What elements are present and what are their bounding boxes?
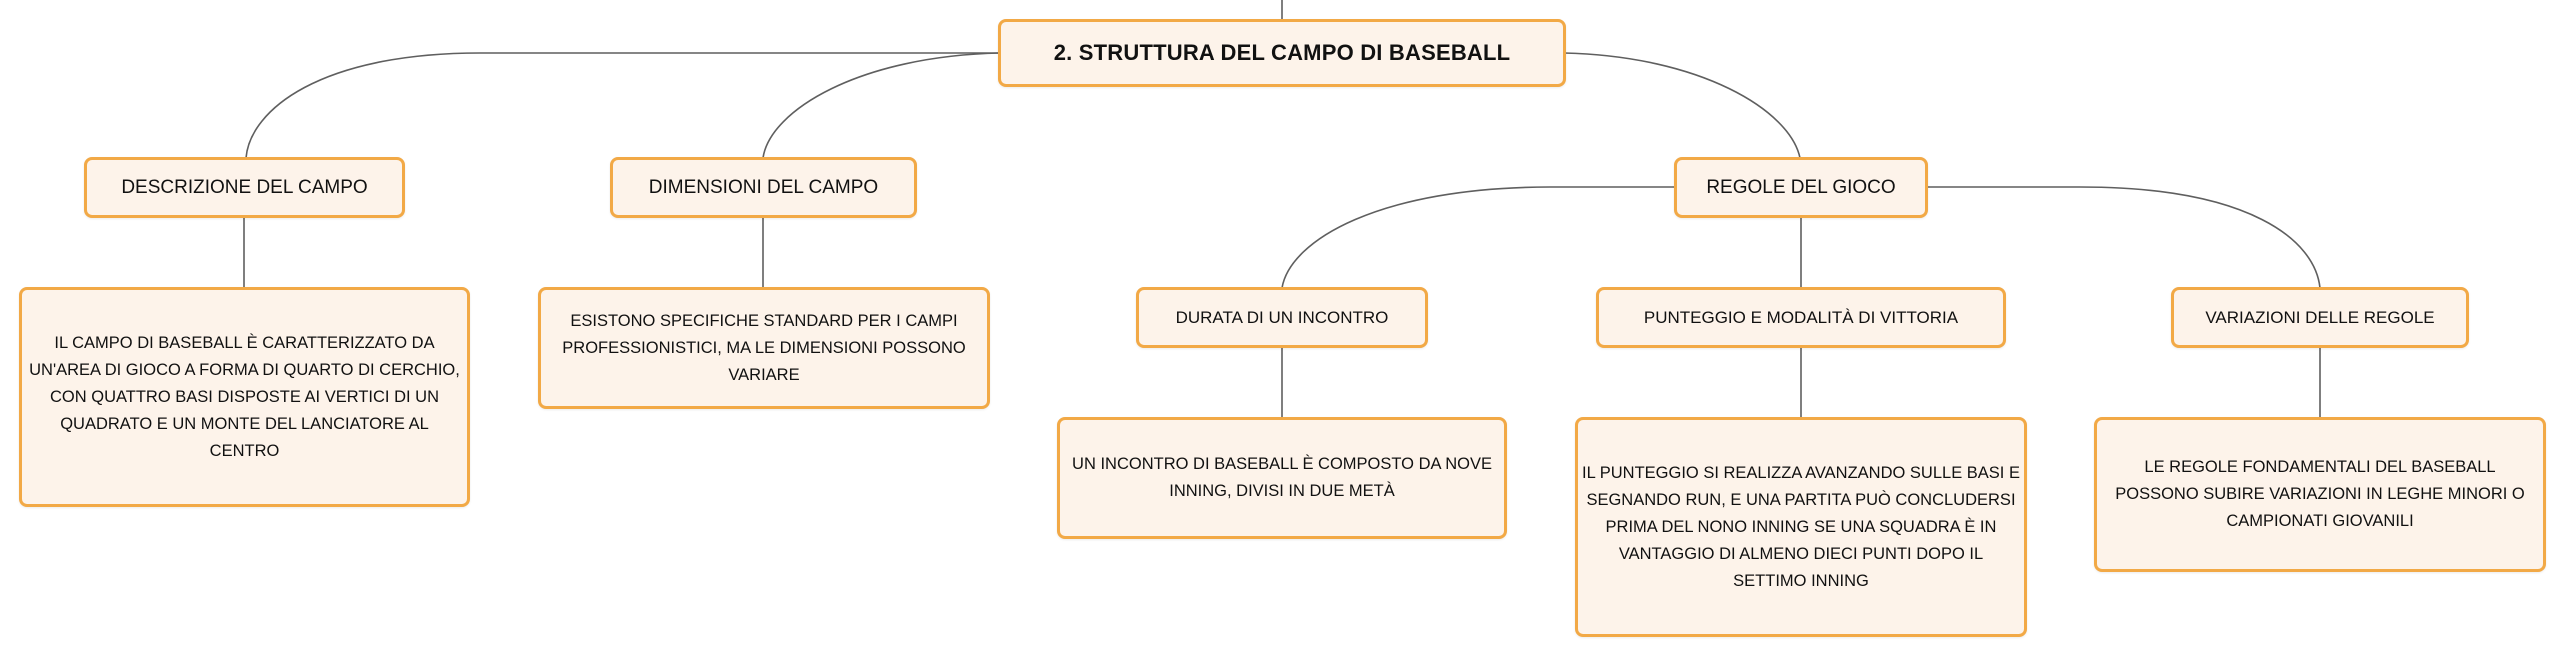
connector-root-regole [1563,52,1801,159]
subtopic-node-durata[interactable]: DURATA DI UN INCONTRO [1136,287,1428,348]
detail-node-descrizione[interactable]: IL CAMPO DI BASEBALL È CARATTERIZZATO DA… [19,287,470,507]
subtopic-label-durata: DURATA DI UN INCONTRO [1175,307,1389,327]
detail-node-variazioni[interactable]: LE REGOLE FONDAMENTALI DEL BASEBALL POSS… [2094,417,2546,572]
detail-node-dimensioni[interactable]: ESISTONO SPECIFICHE STANDARD PER I CAMPI… [538,287,990,409]
detail-node-durata[interactable]: UN INCONTRO DI BASEBALL È COMPOSTO DA NO… [1057,417,1507,539]
detail-text-descrizione: IL CAMPO DI BASEBALL È CARATTERIZZATO DA… [29,333,460,460]
detail-text-durata: UN INCONTRO DI BASEBALL È COMPOSTO DA NO… [1072,455,1492,500]
connector-regole-variazioni [1927,186,2321,289]
subtopic-label-variazioni: VARIAZIONI DELLE REGOLE [2205,307,2435,327]
detail-node-punteggio[interactable]: IL PUNTEGGIO SI REALIZZA AVANZANDO SULLE… [1575,417,2027,637]
detail-text-punteggio: IL PUNTEGGIO SI REALIZZA AVANZANDO SULLE… [1582,463,2020,590]
connector-regole-durata [1281,186,1675,289]
subtopic-node-variazioni[interactable]: VARIAZIONI DELLE REGOLE [2171,287,2469,348]
connector-root-descrizione [245,52,1000,159]
connector-root-dimensioni [762,52,1001,159]
branch-label-dimensioni: DIMENSIONI DEL CAMPO [648,176,879,198]
branch-node-descrizione[interactable]: DESCRIZIONE DEL CAMPO [84,157,405,218]
branch-label-descrizione: DESCRIZIONE DEL CAMPO [121,176,368,198]
detail-text-dimensioni: ESISTONO SPECIFICHE STANDARD PER I CAMPI… [562,311,966,384]
subtopic-node-punteggio[interactable]: PUNTEGGIO E MODALITÀ DI VITTORIA [1596,287,2006,348]
subtopic-label-punteggio: PUNTEGGIO E MODALITÀ DI VITTORIA [1643,307,1959,327]
root-topic-label: 2. STRUTTURA DEL CAMPO DI BASEBALL [1053,40,1511,65]
branch-node-regole[interactable]: REGOLE DEL GIOCO [1674,157,1928,218]
branch-node-dimensioni[interactable]: DIMENSIONI DEL CAMPO [610,157,917,218]
detail-text-variazioni: LE REGOLE FONDAMENTALI DEL BASEBALL POSS… [2115,458,2525,530]
branch-label-regole: REGOLE DEL GIOCO [1706,176,1896,198]
root-topic-node[interactable]: 2. STRUTTURA DEL CAMPO DI BASEBALL [998,19,1566,87]
